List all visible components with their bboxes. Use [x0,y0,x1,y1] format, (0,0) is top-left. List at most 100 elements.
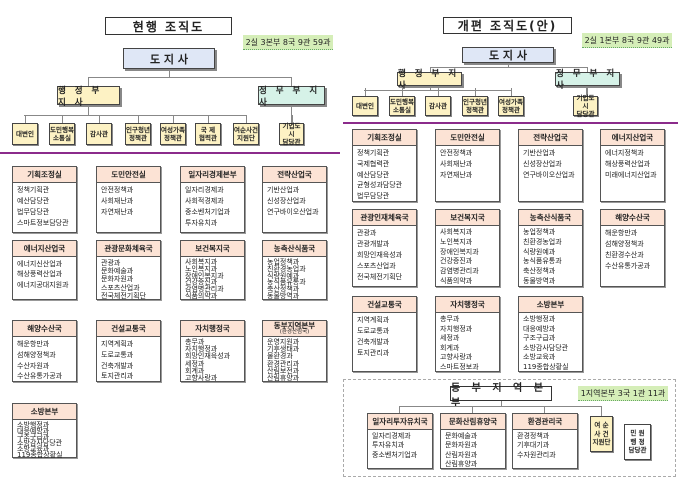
division-item: 119종합상황실 [523,362,569,371]
division-item: 소방교육과 [17,445,50,453]
department-name: 문화산림휴양국 [448,416,498,426]
division-item: 연구바이오산업과 [267,208,319,216]
division-item: 스마트정보담당관 [17,219,69,227]
division-item: 수자원관리과 [517,450,556,459]
division-item: 자연재난과 [440,171,473,179]
division-item: 관광개발과 [357,240,390,248]
civil-affairs-box: 민 원 행 정 담당관 [624,424,651,460]
division-item: 구조구급과 [17,433,50,441]
staff-office-box: 여성가족 정책관 [160,123,186,145]
connector-line [246,115,247,123]
division-item: 토지관리과 [101,372,134,381]
connector-line [99,115,100,123]
division-item: 친환경수산과 [605,251,644,259]
division-item: 건강증진과 [440,257,473,266]
division-item: 투자유치과 [185,219,218,227]
division-item: 신성장산업과 [267,197,306,205]
left-summary-badge: 2실 3본부 8국 9관 59과 [243,35,333,50]
department-header: 도민안전실 [97,167,160,183]
division-item: 문화예술과 [445,432,478,440]
department-header: 에너지산업국 [13,241,76,257]
department-name: 도민안전실 [111,169,146,179]
connector-line [508,63,509,67]
yeosu-support-box: 여 순 사 건 지원단 [590,416,613,452]
department-name: 자치행정국 [450,299,485,309]
connector-line [25,115,26,123]
right-title: 개편 조직도(안) [443,17,572,34]
division-item: 식량원예과 [267,271,300,280]
department-header: 소방본부 [519,297,582,313]
division-item: 국제협력관 [357,159,390,168]
department-name: 건설교통국 [111,323,146,333]
connector-line [430,86,431,90]
division-item: 농업정책과 [523,228,556,236]
division-item: 감염병관리과 [185,285,224,294]
division-item: 건축개발과 [101,361,134,370]
left-vice-political-box: 정 무 부 지 사 [258,86,325,108]
right-vice-political-box: 정 무 부 지 사 [555,69,620,91]
division-item: 운영지원과 [267,338,300,346]
division-item: 대응예방과 [17,427,50,435]
division-item: 식품의약과 [440,277,473,286]
division-item: 해운항만과 [605,229,638,237]
division-item: 스포츠산업과 [357,262,396,270]
staff-office-box: 대변인 [12,123,38,145]
division-item: 도로교통과 [357,327,390,335]
division-item: 기반산업과 [523,149,556,157]
division-item: 친환경농업과 [523,237,562,246]
division-item: 중소벤처기업과 [372,450,418,459]
division-item: 자연재난과 [101,208,134,216]
department-header: 일자리경제본부 [181,167,244,183]
connector-line [24,115,247,116]
division-item: 기반산업과 [267,186,300,194]
division-item: 소방행정과 [17,421,50,429]
division-item: 정책기획관 [357,149,390,157]
division-item: 건강증진과 [185,278,218,287]
department-name: 전략산업국 [533,132,568,142]
connector-line [62,115,63,123]
division-item: 노인복지과 [440,237,473,246]
department-header: 해양수산국 [601,210,664,226]
connector-line [399,406,400,413]
department-name: 에너지산업국 [23,243,66,253]
division-item: 농업정책과 [267,258,300,266]
connector-line [475,88,476,96]
division-item: 산림휴양과 [267,373,300,382]
department-header: 농축산식품국 [263,241,326,257]
department-name: 해양수산국 [27,323,62,333]
division-item: 미래에너지산업과 [605,171,657,179]
connector-line [544,406,545,413]
department-name: 관광문화체육국 [104,243,153,253]
division-item: 감염병관리과 [440,267,479,276]
division-item: 산림휴양과 [445,459,478,468]
connector-line [472,406,473,413]
division-item: 농식품유통과 [267,278,306,287]
staff-office-box: 국 제 협력관 [195,123,221,145]
east-hq-title: 동 부 지 역 본 부 [450,383,552,409]
connector-line [138,115,139,123]
division-item: 노인복지과 [185,264,218,273]
division-item: 투자유치과 [372,441,405,450]
division-item: 환경정책과 [517,432,550,440]
division-item: 사회복지과 [185,258,218,266]
staff-office-box: 도민행복 소통실 [389,96,415,116]
department-name: 자치행정국 [195,323,230,333]
staff-office-box: 여성가족 정책관 [498,96,524,116]
division-item: 관광과 [357,229,377,237]
staff-office-box: 인구청년 정책관 [125,123,151,145]
division-item: 기후대기과 [517,441,550,450]
department-name: 소방본부 [30,406,59,416]
division-item: 수산자원과 [17,361,50,370]
division-item: 자치행정과 [440,324,473,333]
division-item: 에너지신산업과 [17,260,63,268]
department-header: 도민안전실 [436,130,499,146]
division-item: 총무과 [185,338,205,346]
east-hq-badge: 1지역본부 3국 1관 11과 [578,386,668,401]
division-item: 문화자원과 [445,441,478,450]
